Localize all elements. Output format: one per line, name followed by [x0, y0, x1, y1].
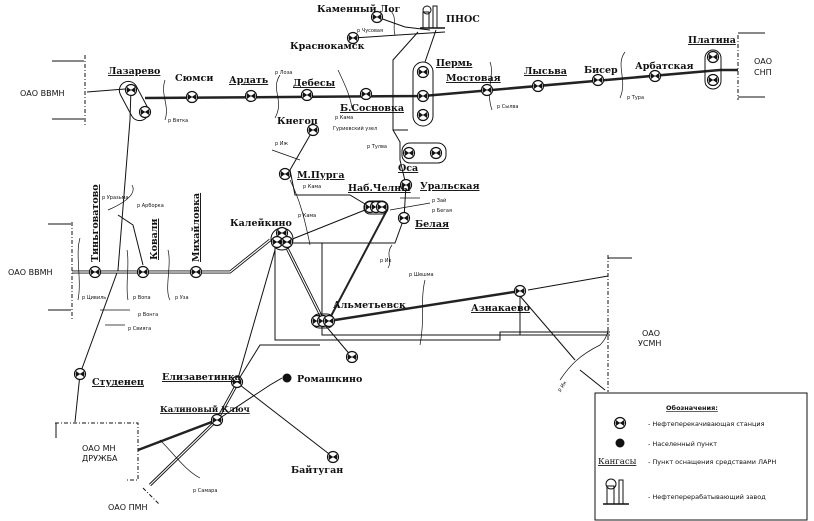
river-loza: р Лоза: [275, 70, 292, 76]
label-syumsi: Сюмси: [175, 73, 213, 84]
pump-station-icon: [613, 416, 627, 430]
river-vopa: р Вопа: [133, 295, 151, 301]
settlement-icon: [615, 438, 625, 448]
label-kovali: Ковали: [149, 219, 160, 260]
river-kama2: р Кама: [303, 184, 321, 190]
label-mostovaya: Мостовая: [446, 73, 501, 84]
river-kama1: р Кама: [335, 115, 353, 121]
label-tingovatovo: Тиньговатово: [90, 184, 101, 262]
river-zay: р Зай: [432, 197, 446, 204]
label-mikhaylovka: Михайловка: [191, 193, 202, 262]
river-chusovaya: р Чусовая: [357, 28, 383, 34]
label-kamenny-log: Каменный Лог: [317, 4, 401, 15]
label-debesy: Дебесы: [293, 78, 336, 89]
label-biser: Бисер: [584, 65, 618, 76]
label-arbatskaya: Арбатская: [635, 61, 694, 72]
river-belaya: р Бегая: [432, 208, 452, 214]
org-usmn-1: ОАО: [642, 329, 660, 338]
river-sylva: р Сылва: [497, 104, 518, 110]
org-pmn: ОАО ПМН: [108, 503, 148, 512]
rivers: [77, 9, 626, 479]
org-usmn-2: УСМН: [638, 339, 661, 348]
org-druzhba-2: ДРУЖБА: [82, 454, 118, 463]
stations: [73, 5, 722, 464]
river-urazma: р Уразьма: [102, 195, 129, 201]
river-vonga: р Вонга: [138, 312, 158, 318]
river-labels: р Чусовая р Вятка р Лоза р Кама р Иж р Т…: [82, 28, 644, 494]
label-perm: Пермь: [436, 58, 473, 69]
river-arborka: р Арборка: [137, 203, 164, 209]
label-lazarevo: Лазарево: [108, 66, 160, 77]
river-uza: р Уза: [175, 295, 189, 301]
river-ik2: р Ик: [557, 380, 569, 393]
legend-sample-larn: Кангасы: [598, 457, 637, 467]
label-lysva: Лысьва: [524, 66, 567, 77]
label-pnos: ПНОС: [446, 14, 480, 25]
org-druzhba-1: ОАО МН: [82, 444, 116, 453]
label-belaya: Белая: [415, 219, 449, 230]
label-nab-chelny: Наб.Челны: [348, 183, 411, 194]
legend-item-pump-station: - Нефтеперекачивающая станция: [648, 420, 765, 428]
org-vvmn-top: ОАО ВВМН: [20, 89, 65, 98]
org-vvmn-mid: ОАО ВВМН: [8, 268, 53, 277]
river-vyatka: р Вятка: [168, 118, 188, 124]
legend-title: Обозначения:: [666, 404, 718, 412]
refinery-icon: [603, 478, 629, 505]
river-samara: р Самара: [193, 488, 217, 494]
legend: Обозначения: - Нефтеперекачивающая станц…: [594, 392, 808, 521]
station-labels: Лазарево Сюмси Ардать Дебесы Б.Сосновка …: [90, 4, 736, 476]
legend-item-refinery: - Нефтеперерабатывающий завод: [648, 493, 766, 501]
label-osa: Оса: [398, 163, 418, 174]
label-aznakaevo: Азнакаево: [471, 303, 530, 314]
river-sviyaga: р Свияга: [128, 326, 151, 332]
label-romashkino: Ромашкино: [297, 374, 362, 385]
label-gurievsky: Гуриевский узел: [333, 125, 377, 132]
label-ardat: Ардать: [229, 75, 269, 86]
label-m-purga: М.Пурга: [297, 170, 345, 181]
river-kama3: р Кама: [298, 213, 316, 219]
river-sheshma: р Шешма: [409, 272, 434, 278]
org-snp-1: ОАО: [754, 57, 772, 66]
river-izh: р Иж: [275, 141, 289, 147]
label-studenets: Студенец: [92, 377, 144, 388]
legend-item-larn: - Пункт оснащения средствами ЛАРН: [648, 458, 776, 466]
label-knegon: Кнегоп: [277, 116, 318, 127]
label-almetyevsk: Альметьевск: [333, 300, 406, 311]
label-baytugan: Байтуган: [291, 465, 343, 476]
refinery-icon: [420, 5, 445, 29]
label-krasnokamsk: Краснокамск: [290, 41, 365, 52]
label-kalinovy-klyuch: Калиновый Ключ: [160, 404, 250, 415]
label-platina: Платина: [688, 35, 736, 46]
label-elizavetinka: Елизаветинка: [162, 372, 241, 383]
label-b-sosnovka: Б.Сосновка: [340, 103, 404, 114]
org-snp-2: СНП: [754, 68, 772, 77]
river-tsivil: р Цивиль: [82, 295, 106, 301]
organization-labels: ОАО ВВМН ОАО ВВМН ОАО СНП ОАО УСМН ОАО М…: [8, 57, 772, 512]
label-kaleykino: Калейкино: [230, 218, 292, 229]
river-ik1: р Ик: [380, 258, 392, 264]
label-uralskaya: Уральская: [420, 181, 479, 192]
legend-item-settlement: - Населенный пункт: [648, 440, 717, 448]
river-tura: р Тура: [627, 95, 644, 101]
river-tulva: р Тулва: [367, 144, 387, 150]
